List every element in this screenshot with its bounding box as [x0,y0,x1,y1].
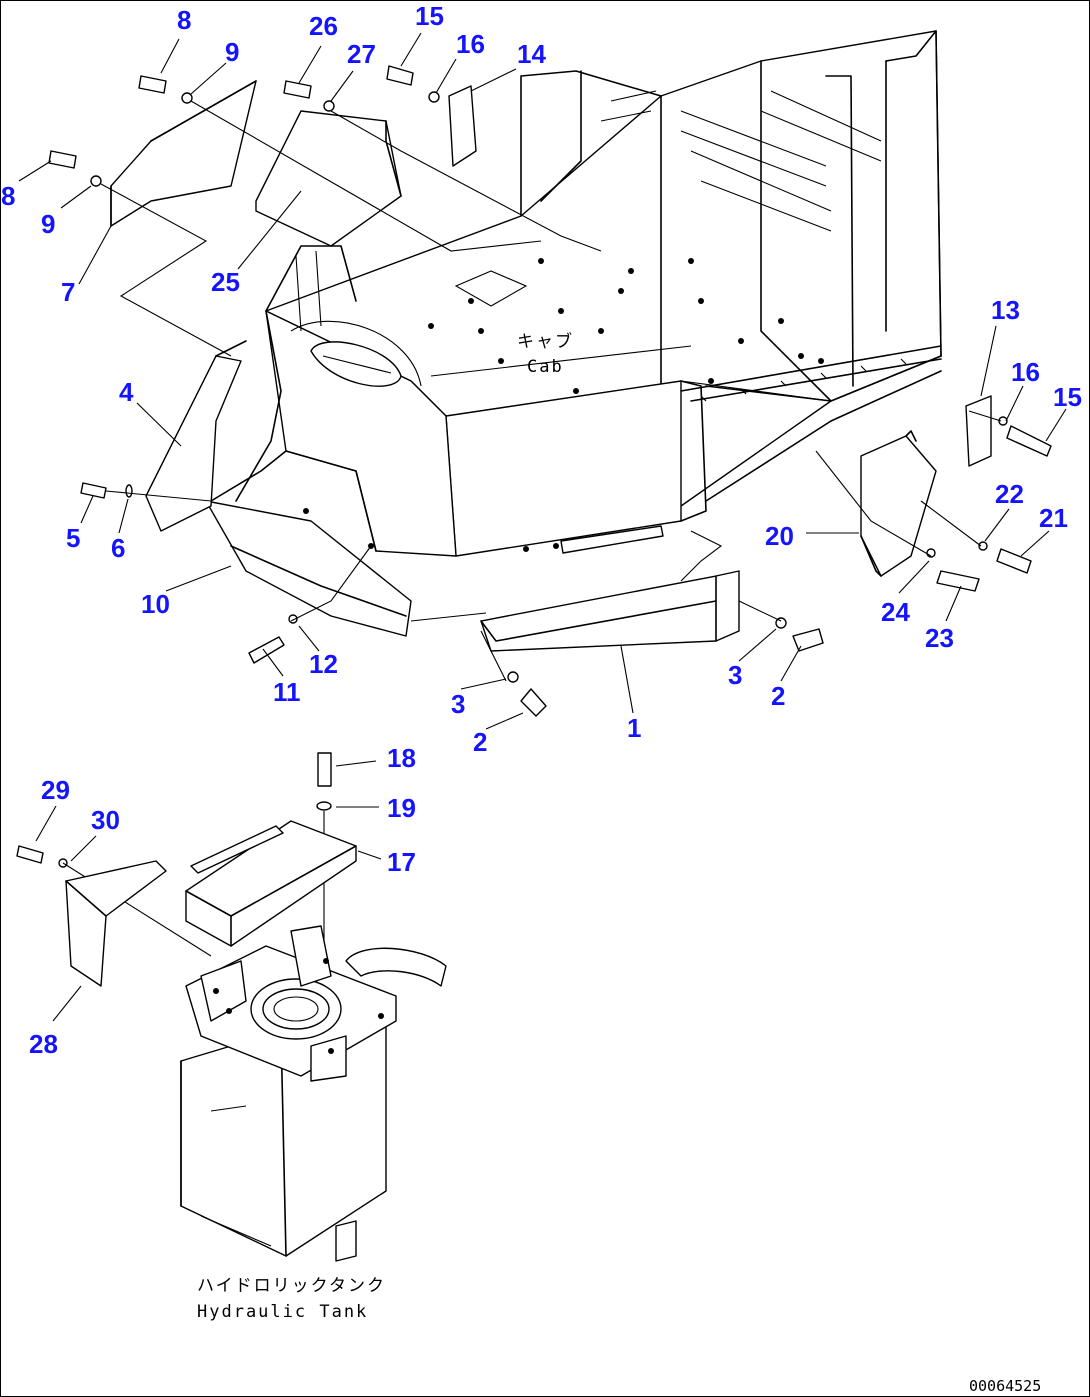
callout-8-top: 8 [177,5,191,35]
callout-2-right: 2 [771,681,785,711]
callout-leaders [18,32,1067,1022]
assembly-lines [62,100,1002,957]
callout-15-right: 15 [1053,382,1082,412]
callout-5: 5 [66,523,80,553]
callout-9-top: 9 [225,37,239,67]
callout-3-left: 3 [451,689,465,719]
callout-25: 25 [211,267,240,297]
callout-11: 11 [273,677,301,707]
drawing-code: 00064525 [969,1377,1041,1395]
callout-22: 22 [995,479,1024,509]
callout-1: 1 [627,713,641,743]
tank-label-jp: ハイドロリックタンク [197,1276,386,1296]
callout-27: 27 [347,39,376,69]
callout-14: 14 [517,39,546,69]
hydraulic-tank-assembly: ハイドロリックタンク Hydraulic Tank [65,820,447,1322]
part-13-bracket [965,395,992,467]
callout-28: 28 [29,1029,58,1059]
callout-18: 18 [387,743,416,773]
part-7-upper-cover [110,80,257,227]
callout-9-left: 9 [41,209,55,239]
cab-label-en: Cab [527,357,564,377]
part-1-bracket [480,570,740,652]
part-10-lower-guard [205,500,412,637]
callout-7: 7 [61,277,75,307]
callout-30: 30 [91,805,120,835]
cab-frame-assembly: キャブ Cab [210,30,942,557]
part-14-bracket [448,85,477,167]
part-20-right-box [860,430,937,577]
callout-3-right: 3 [728,660,742,690]
callout-4: 4 [119,377,134,407]
callout-2-left: 2 [473,727,487,757]
callout-15-top: 15 [415,1,444,31]
callout-10: 10 [141,589,170,619]
callout-21: 21 [1039,503,1068,533]
callout-8-left: 8 [1,181,15,211]
callout-24: 24 [881,597,910,627]
callout-12: 12 [309,649,338,679]
callout-23: 23 [925,623,954,653]
part-4-side-plate [145,340,247,532]
callout-16-top: 16 [456,29,485,59]
tank-label-en: Hydraulic Tank [197,1302,368,1322]
callout-13: 13 [991,295,1020,325]
part-25-center-cover [255,110,402,247]
callout-numbers: 8 9 8 9 7 26 27 15 16 14 25 4 5 6 10 11 … [1,1,1082,1059]
callout-20: 20 [765,521,794,551]
callout-19: 19 [387,793,416,823]
fasteners [16,65,1052,868]
callout-6: 6 [111,533,125,563]
callout-29: 29 [41,775,70,805]
callout-17: 17 [387,847,416,877]
callout-16-right: 16 [1011,357,1040,387]
callout-26: 26 [309,11,338,41]
cab-label-jp: キャブ [517,331,574,352]
